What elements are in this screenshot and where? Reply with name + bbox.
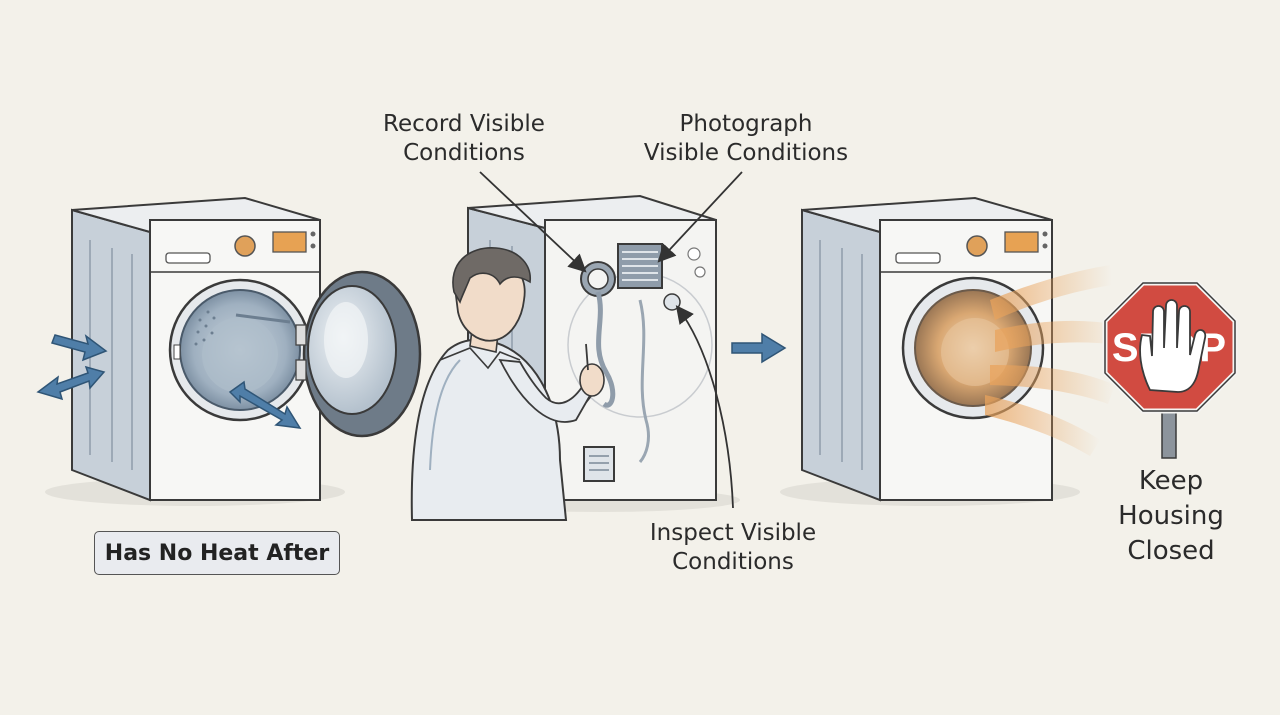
right-arrow-icon	[731, 332, 787, 364]
technician-figure-icon	[410, 247, 605, 521]
label-photograph-line2: Visible Conditions	[643, 140, 849, 166]
label-inspect-line1: Inspect Visible	[649, 520, 817, 546]
label-inspect: Inspect Visible Conditions	[650, 519, 816, 577]
label-record-line1: Record Visible	[383, 111, 545, 137]
label-keep-closed: Keep Housing Closed	[1118, 464, 1224, 569]
stop-hand-icon: STOP	[1102, 280, 1238, 459]
dryer-heat-icon	[780, 196, 1120, 506]
label-photograph: Photograph Visible Conditions	[644, 110, 848, 168]
label-record: Record Visible Conditions	[383, 110, 545, 168]
label-inspect-line2: Conditions	[672, 549, 794, 575]
callout-lines	[479, 171, 743, 509]
label-photograph-line1: Photograph	[679, 111, 813, 137]
label-record-line2: Conditions	[403, 140, 525, 166]
label-keep-line2: Housing	[1118, 501, 1224, 531]
status-badge: Has No Heat After	[94, 531, 340, 575]
dryer-open-door-icon	[36, 196, 422, 506]
label-keep-line3: Closed	[1127, 536, 1215, 566]
label-keep-line1: Keep	[1138, 466, 1204, 496]
